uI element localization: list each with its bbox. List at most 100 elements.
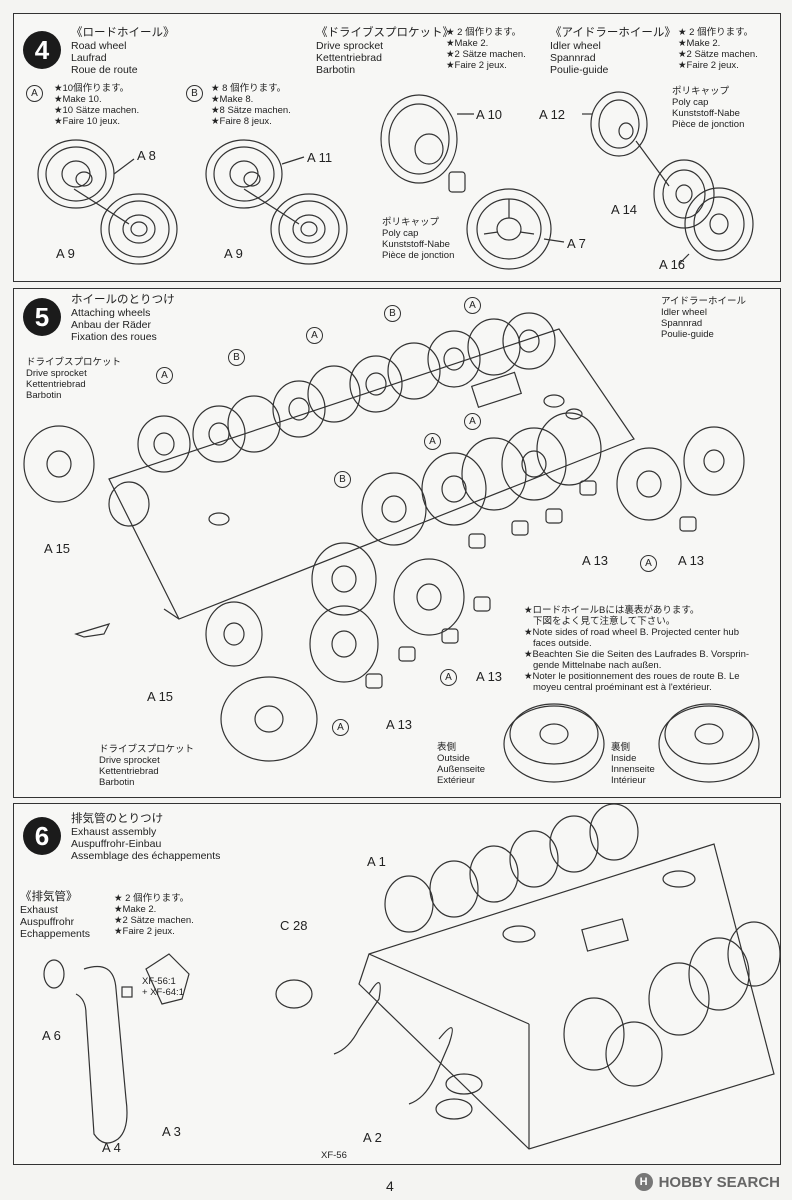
outside-label: 表側 Outside Außenseite Extérieur bbox=[437, 742, 485, 786]
page-number: 4 bbox=[386, 1178, 394, 1194]
polycap-label-idler: ポリキャップ Poly cap Kunststoff-Nabe Pièce de… bbox=[672, 86, 744, 130]
rear-hull-drawing bbox=[358, 843, 775, 1150]
exhaust-title-block: 《排気管》 Exhaust Auspuffrohr Echappements bbox=[20, 891, 90, 940]
roadwheel-title-fr: Roue de route bbox=[71, 64, 138, 76]
step-number-5: 5 bbox=[23, 298, 61, 336]
sprocket-title-block: 《ドライブスプロケット》 Drive sprocket Kettentriebr… bbox=[316, 27, 454, 76]
polycap1-jp: ポリキャップ bbox=[672, 86, 730, 97]
paint-xf56-1: XF-56:1 bbox=[142, 976, 176, 987]
mark-a: A bbox=[464, 297, 481, 314]
hub-a13-parts bbox=[365, 480, 697, 689]
hobby-search-logo-icon: H bbox=[634, 1173, 653, 1191]
part-a15-second: A 15 bbox=[147, 689, 174, 704]
idler-qty-fr: ★Faire 2 jeux. bbox=[678, 60, 739, 71]
outside-fr: Extérieur bbox=[437, 775, 476, 786]
mark-b: B bbox=[228, 349, 245, 366]
exhaust-title-en: Exhaust bbox=[20, 904, 58, 916]
sprocket-bottom-en: Drive sprocket bbox=[99, 755, 160, 766]
step6-title-en: Exhaust assembly bbox=[71, 826, 157, 838]
idler-qty: ★ 2 個作ります。 ★Make 2. ★2 Sätze machen. ★Fa… bbox=[678, 27, 758, 71]
sprocket-title-fr: Barbotin bbox=[316, 64, 356, 76]
idler-title-block: 《アイドラーホイール》 Idler wheel Spannrad Poulie-… bbox=[550, 27, 676, 76]
step-number-6: 6 bbox=[23, 817, 61, 855]
inside-jp: 裏側 bbox=[611, 742, 631, 753]
step4-panel: 4 《ロードホイール》 Road wheel Laufrad Roue de r… bbox=[13, 13, 781, 282]
roadwheel-title-block: 《ロードホイール》 Road wheel Laufrad Roue de rou… bbox=[71, 27, 175, 76]
inside-label: 裏側 Inside Innenseite Intérieur bbox=[611, 742, 655, 786]
polycap1-de: Kunststoff-Nabe bbox=[672, 108, 740, 119]
idler-title-en: Idler wheel bbox=[550, 40, 601, 52]
step6-panel: 6 排気管のとりつけ Exhaust assembly Auspuffrohr-… bbox=[13, 803, 781, 1165]
sprocket-bottom-de: Kettentriebrad bbox=[99, 766, 159, 777]
step6-title-fr: Assemblage des échappements bbox=[71, 850, 221, 862]
roadwheel-b-note: ★ロードホイールBには裏表があります。 下図をよく見て注意して下さい。 ★Not… bbox=[524, 605, 749, 693]
idler-qty-jp: ★ 2 個作ります。 bbox=[678, 27, 754, 38]
sprocket-a7-drawing bbox=[466, 188, 565, 270]
mark-a: A bbox=[440, 669, 457, 686]
part-a1: A 1 bbox=[367, 854, 386, 869]
idler-a12-drawing bbox=[582, 91, 648, 157]
sprocket-label-top: ドライブスプロケット Drive sprocket Kettentriebrad… bbox=[26, 357, 121, 401]
part-a6: A 6 bbox=[42, 1028, 61, 1043]
sprocket-top-de: Kettentriebrad bbox=[26, 379, 86, 390]
mark-a: A bbox=[156, 367, 173, 384]
part-a13-second: A 13 bbox=[678, 553, 705, 568]
part-a9-first: A 9 bbox=[56, 246, 75, 261]
exhaust-parts-drawing bbox=[43, 953, 190, 1144]
variant-a-fr: ★Faire 10 jeux. bbox=[54, 116, 121, 127]
sprocket-drawings bbox=[23, 425, 745, 762]
mark-a: A bbox=[640, 555, 657, 572]
part-a15-first: A 15 bbox=[44, 541, 71, 556]
exhaust-title-fr: Echappements bbox=[20, 928, 91, 940]
sprocket-qty-jp: ★ 2 個作ります。 bbox=[446, 27, 522, 38]
mark-a: A bbox=[306, 327, 323, 344]
variant-b-fr: ★Faire 8 jeux. bbox=[211, 116, 272, 127]
step4-drawing bbox=[37, 91, 754, 270]
variant-b-en: ★Make 8. bbox=[211, 94, 254, 105]
sprocket-bottom-fr: Barbotin bbox=[99, 777, 135, 788]
note-fr1: ★Noter le positionnement des roues de ro… bbox=[524, 671, 740, 682]
polycap2-fr: Pièce de jonction bbox=[382, 250, 455, 261]
idler-label-step5: アイドラーホイール Idler wheel Spannrad Poulie-gu… bbox=[661, 296, 746, 340]
hull-drawing bbox=[108, 328, 635, 620]
exhaust-title-jp: 《排気管》 bbox=[20, 891, 78, 903]
rear-wheels-drawing bbox=[384, 804, 780, 1087]
part-a14: A 14 bbox=[611, 202, 638, 217]
exhaust-qty-de: ★2 Sätze machen. bbox=[114, 915, 194, 926]
inside-de: Innenseite bbox=[611, 764, 655, 775]
variant-b-qty: ★ 8 個作ります。 ★Make 8. ★8 Sätze machen. ★Fa… bbox=[211, 83, 291, 127]
exhaust-qty: ★ 2 個作ります。 ★Make 2. ★2 Sätze machen. ★Fa… bbox=[114, 893, 194, 937]
part-a13-first: A 13 bbox=[582, 553, 609, 568]
idler5-de: Spannrad bbox=[661, 318, 703, 329]
mark-a: A bbox=[332, 719, 349, 736]
variant-a-en: ★Make 10. bbox=[54, 94, 102, 105]
idler5-jp: アイドラーホイール bbox=[661, 296, 747, 307]
note-jp2: 下図をよく見て注意して下さい。 bbox=[533, 616, 676, 627]
step6-drawing bbox=[43, 804, 780, 1150]
sprocket-a10-drawing bbox=[380, 94, 474, 193]
roadwheel-a8-drawing bbox=[37, 139, 135, 209]
outside-en: Outside bbox=[437, 753, 470, 764]
mark-a: A bbox=[464, 413, 481, 430]
paint-xf64-1: + XF-64:1 bbox=[142, 987, 184, 998]
mark-b: B bbox=[334, 471, 351, 488]
outside-de: Außenseite bbox=[437, 764, 486, 775]
sprocket-top-jp: ドライブスプロケット bbox=[26, 357, 122, 368]
sprocket-title-jp: 《ドライブスプロケット》 bbox=[316, 27, 454, 39]
mark-a: A bbox=[424, 433, 441, 450]
idler-qty-en: ★Make 2. bbox=[678, 38, 721, 49]
variant-b-jp: ★ 8 個作ります。 bbox=[211, 83, 287, 94]
part-a10: A 10 bbox=[476, 107, 503, 122]
idler-title-fr: Poulie-guide bbox=[550, 64, 609, 76]
mark-b: B bbox=[384, 305, 401, 322]
polycap2-de: Kunststoff-Nabe bbox=[382, 239, 450, 250]
lower-wheel-row bbox=[309, 412, 682, 683]
polycap-label-sprocket: ポリキャップ Poly cap Kunststoff-Nabe Pièce de… bbox=[382, 217, 454, 261]
note-fr2: moyeu central proéminant est à l'extérie… bbox=[533, 682, 712, 693]
polycap2-en: Poly cap bbox=[382, 228, 419, 239]
part-a9-second: A 9 bbox=[224, 246, 243, 261]
note-en1: ★Note sides of road wheel B. Projected c… bbox=[524, 627, 739, 638]
polycap2-jp: ポリキャップ bbox=[382, 217, 440, 228]
roadwheel-a9b-drawing bbox=[243, 188, 348, 265]
sprocket-qty-de: ★2 Sätze machen. bbox=[446, 49, 526, 60]
